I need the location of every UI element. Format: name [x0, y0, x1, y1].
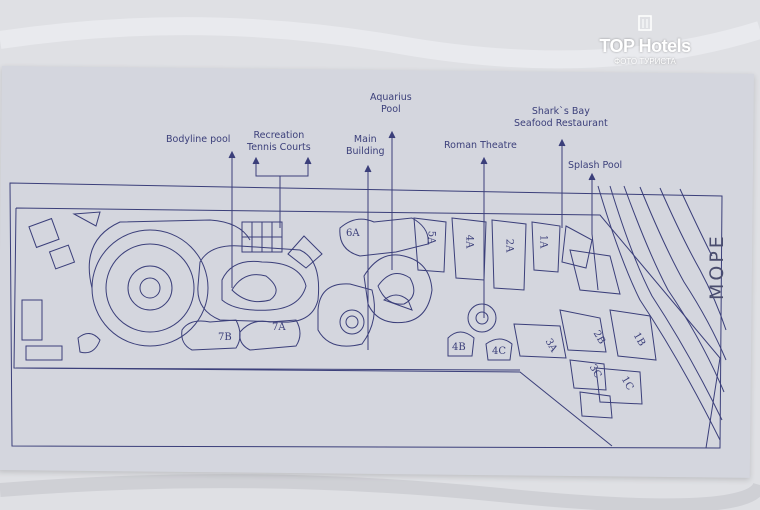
label-splash-pool: Splash Pool	[568, 160, 623, 171]
pointer-splash	[591, 174, 599, 291]
label-roman-theatre: Roman Theatre	[444, 140, 517, 151]
label-recreation-tennis: Recreation Tennis Courts	[247, 130, 311, 153]
coast-line	[597, 185, 721, 441]
block-label: 6A	[346, 228, 360, 239]
block-label: 2A	[503, 238, 515, 253]
block-label: 4C	[492, 346, 507, 357]
block-label: 1A	[537, 234, 549, 249]
block-label: 7A	[272, 322, 286, 333]
label-aquarius-pool: Aquarius Pool	[370, 92, 412, 115]
block-label: 7B	[218, 332, 232, 343]
block-label: 4B	[452, 342, 466, 353]
inner-boundary	[13, 207, 721, 449]
label-bodyline-pool: Bodyline pool	[166, 134, 231, 145]
roman-theatre	[467, 303, 497, 333]
block-label: 5A	[425, 230, 437, 245]
watermark-caption: ФОТО ТУРИСТА	[614, 57, 676, 66]
amphitheatre	[91, 229, 209, 347]
site-boundary	[9, 182, 723, 449]
bodyline-pool	[221, 260, 307, 311]
label-sharks-bay: Shark`s Bay Seafood Restaurant	[514, 106, 608, 129]
sea-label: МОРЕ	[706, 233, 728, 300]
watermark-brand: TOP Hotels	[599, 36, 691, 56]
label-main-building: Main Building	[346, 134, 385, 157]
main-building-pool	[339, 309, 365, 335]
block-label: 4A	[463, 234, 475, 249]
hotel-building-icon	[638, 15, 652, 31]
pointer-tennis	[255, 158, 309, 177]
tophotels-watermark: TOP Hotels ФОТО ТУРИСТА	[582, 14, 708, 82]
